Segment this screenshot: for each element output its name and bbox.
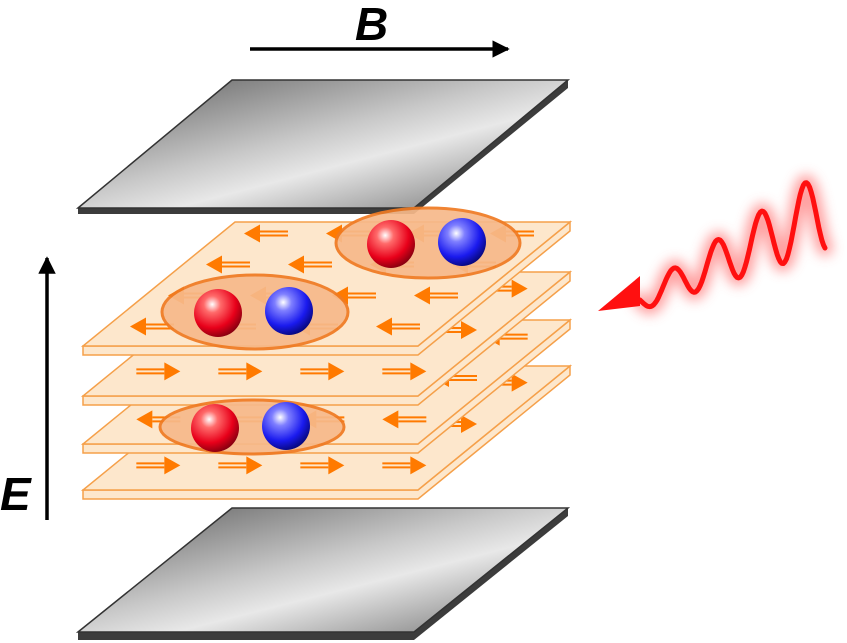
exciton xyxy=(336,208,520,278)
top-gate-plate xyxy=(78,80,568,214)
electron-sphere xyxy=(194,289,242,337)
b-field-label: B xyxy=(355,0,388,50)
layer-stack xyxy=(83,208,570,499)
exciton xyxy=(162,275,348,349)
hole-sphere xyxy=(438,218,486,266)
e-field-label: E xyxy=(0,468,32,520)
electron-sphere xyxy=(367,220,415,268)
hole-sphere xyxy=(262,402,310,450)
hole-sphere xyxy=(265,287,313,335)
photon-arrowhead xyxy=(598,276,640,311)
exciton xyxy=(160,400,344,454)
photon-wave xyxy=(598,183,825,311)
electron-sphere xyxy=(191,404,239,452)
bottom-gate-plate xyxy=(78,508,568,640)
